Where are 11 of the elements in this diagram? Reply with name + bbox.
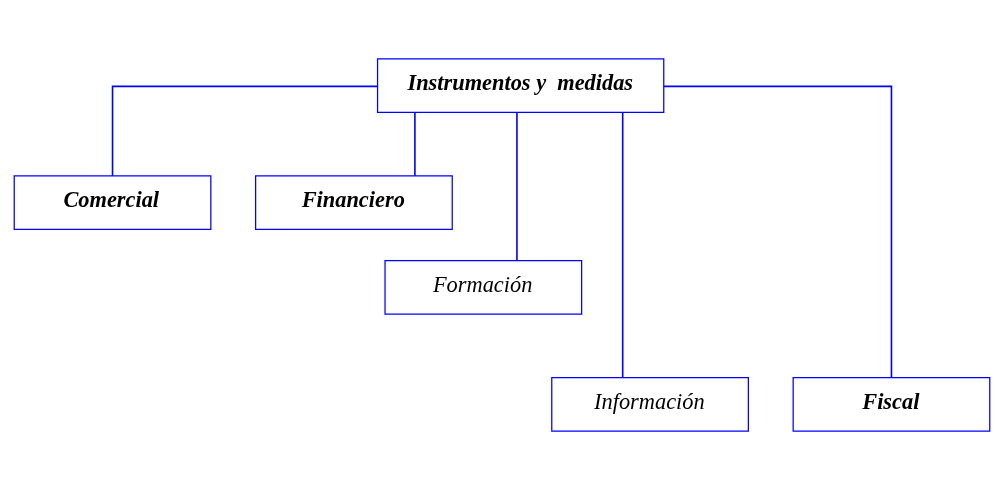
node-box: Información	[551, 376, 749, 432]
node-box: Financiero	[255, 175, 453, 231]
connector	[414, 112, 416, 177]
connector	[663, 85, 893, 378]
node-box: Comercial	[13, 175, 212, 231]
node-box: Formación	[384, 259, 583, 315]
connector	[516, 111, 518, 262]
connector	[621, 112, 624, 378]
connector	[111, 85, 379, 177]
node-box: Instrumentos y medidas	[376, 58, 665, 114]
node-box: Fiscal	[792, 376, 991, 432]
